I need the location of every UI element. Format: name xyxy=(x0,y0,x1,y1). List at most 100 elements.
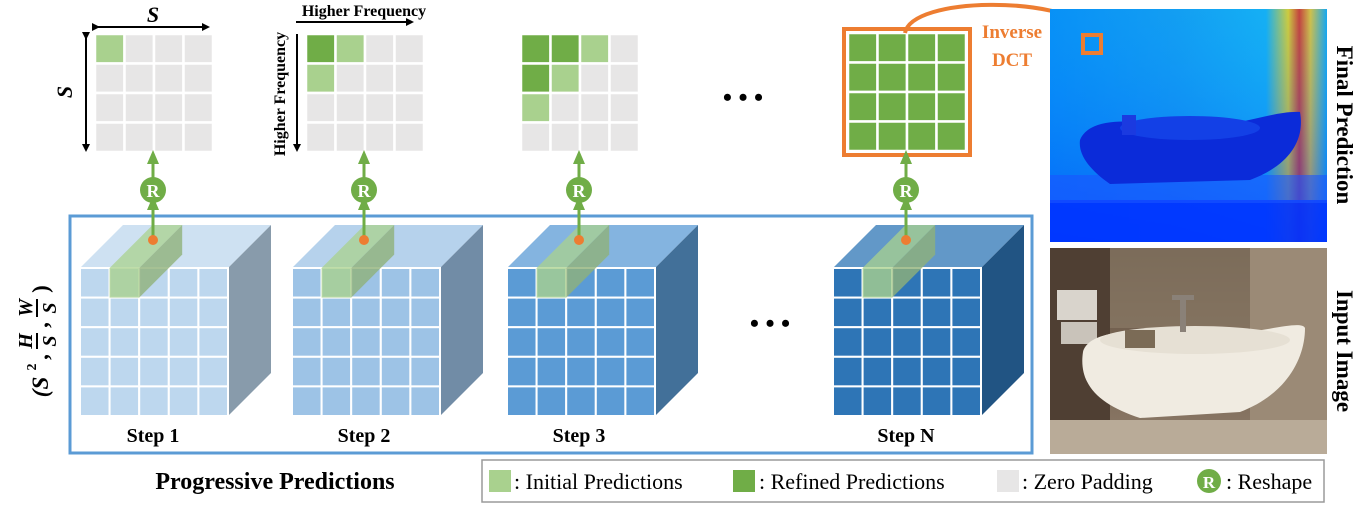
cube-cell xyxy=(108,385,141,417)
grid-cell xyxy=(846,120,879,153)
grid-cell xyxy=(393,121,426,154)
cube-cell xyxy=(291,267,323,299)
feature-cube-2 xyxy=(291,225,483,417)
cube-cell xyxy=(950,385,983,417)
cube-cell xyxy=(891,326,923,358)
pillar-top xyxy=(321,225,395,268)
grid-cell xyxy=(152,62,185,95)
grid-cell xyxy=(123,121,156,154)
cube-cell xyxy=(506,296,538,329)
reshape-letter: R xyxy=(358,181,372,201)
cube-cell xyxy=(138,385,170,417)
grid-cell xyxy=(905,61,938,94)
step-label-2: Step 2 xyxy=(338,425,391,447)
pillar-side xyxy=(139,225,183,298)
grid-cell xyxy=(578,32,611,65)
legend-zero-label: : Zero Padding xyxy=(1022,469,1153,494)
cube-cell xyxy=(891,355,923,388)
cube-cell xyxy=(506,267,538,299)
grid-cell xyxy=(93,121,126,154)
cube-cell xyxy=(350,296,382,329)
top-grids xyxy=(93,27,972,157)
grid-cell xyxy=(519,91,552,124)
cube-cell xyxy=(291,326,323,358)
reshape-connector-1: R xyxy=(140,150,166,245)
legend-frame xyxy=(481,459,1325,503)
cube-cell xyxy=(594,267,627,299)
grid-cell xyxy=(93,62,126,95)
grid-cell xyxy=(905,31,938,64)
grid-cell xyxy=(876,31,909,64)
dims-close: ) xyxy=(28,285,53,293)
cube-cell xyxy=(108,296,141,329)
cube-cell xyxy=(861,296,894,329)
reshape-letter: R xyxy=(573,181,587,201)
orange-dot-icon xyxy=(148,235,158,245)
cube-cell xyxy=(920,267,953,299)
cube-cell xyxy=(535,326,568,358)
final-prediction-label: Final Prediction xyxy=(1332,46,1357,205)
dims-w-denominator: S xyxy=(39,302,61,313)
grid-cell xyxy=(549,62,582,95)
grid-cell xyxy=(578,91,611,124)
cube-side-face xyxy=(440,225,483,416)
step-label-1: Step 1 xyxy=(127,425,180,447)
s-width-label: S xyxy=(147,2,159,27)
dims-h: H xyxy=(15,332,37,350)
legend-zero-swatch xyxy=(997,470,1019,492)
cube-cell xyxy=(409,355,441,388)
pillar-top xyxy=(862,225,936,268)
reshape-letter: R xyxy=(147,181,161,201)
grid-cell xyxy=(608,91,641,124)
grid-cell xyxy=(935,61,968,94)
legend: : Initial Predictions : Refined Predicti… xyxy=(481,459,1325,503)
cube-cell xyxy=(506,326,538,358)
grid-cell xyxy=(123,91,156,124)
dims-h-denominator: S xyxy=(39,335,61,346)
grid-cell xyxy=(935,90,968,123)
reshape-connector-2: R xyxy=(351,150,377,245)
cube-cell xyxy=(594,326,627,358)
cube-side-face xyxy=(981,225,1024,416)
cube-cell xyxy=(950,326,983,358)
legend-refined-label: : Refined Predictions xyxy=(759,469,945,494)
cube-cell xyxy=(79,267,111,299)
pillar-front xyxy=(862,268,893,298)
grid-cell xyxy=(876,90,909,123)
progressive-predictions-frame xyxy=(68,214,1034,455)
cube-cell xyxy=(108,355,141,388)
cube-cell xyxy=(409,385,441,417)
higher-frequency-horizontal-label: Higher Frequency xyxy=(302,3,426,20)
cube-cell xyxy=(167,355,200,388)
grid-cell xyxy=(304,62,337,95)
cube-cell xyxy=(79,326,111,358)
frequency-grid-2 xyxy=(304,32,426,154)
cube-cell xyxy=(565,355,597,388)
legend-initial-label: : Initial Predictions xyxy=(514,469,683,494)
cube-cell xyxy=(350,385,382,417)
grid-cell xyxy=(304,121,337,154)
ellipsis-top: • • • xyxy=(723,83,763,112)
cube-cell xyxy=(506,385,538,417)
cube-cell xyxy=(920,296,953,329)
dims-square: 2 xyxy=(25,364,40,371)
cube-cell xyxy=(320,385,353,417)
cube-cell xyxy=(291,385,323,417)
feature-cube-3 xyxy=(506,225,698,417)
grid-cell xyxy=(549,91,582,124)
grid-cell xyxy=(182,91,215,124)
legend-refined-swatch xyxy=(733,470,755,492)
cube-cell xyxy=(594,355,627,388)
grid-cell xyxy=(152,121,185,154)
cube-cell xyxy=(167,267,200,299)
legend-initial-swatch xyxy=(489,470,511,492)
grid-cell xyxy=(304,32,337,65)
cube-cell xyxy=(861,326,894,358)
orange-dot-icon xyxy=(901,235,911,245)
pillar-side xyxy=(566,225,610,298)
cube-cell xyxy=(950,296,983,329)
grid-cell xyxy=(905,90,938,123)
cube-cell xyxy=(624,267,657,299)
cube-cell xyxy=(594,385,627,417)
